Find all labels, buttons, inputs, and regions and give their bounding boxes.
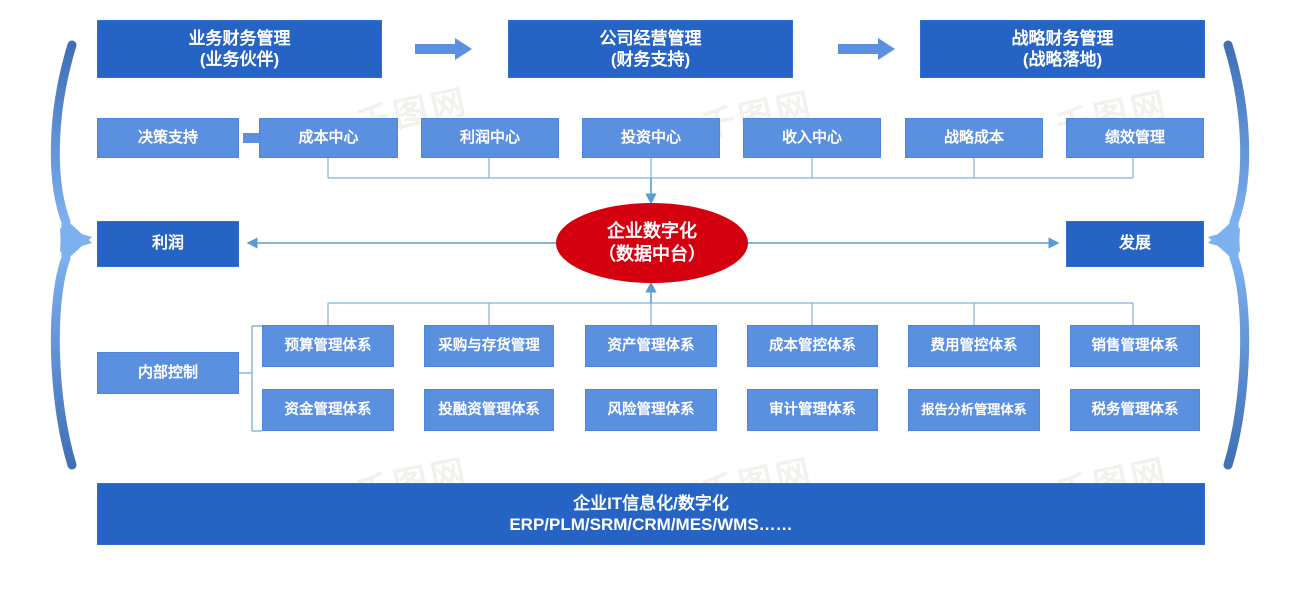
right-bracket-arrow-bottom [1208,228,1250,470]
header-box-business-finance[interactable]: 业务财务管理 (业务伙伴) [97,20,382,78]
core-line2: （数据中台） [598,244,706,264]
system-box-r1c3[interactable]: 资产管理体系 [585,325,717,367]
right-bracket-arrow-top [1208,40,1250,252]
system-label-r2c4: 审计管理体系 [769,401,856,418]
footer-line1: 企业IT信息化/数字化 [573,493,729,513]
system-label-r2c2: 投融资管理体系 [438,401,540,418]
system-label-r1c3: 资产管理体系 [607,337,695,354]
center-box-5[interactable]: 收入中心 [743,118,881,158]
system-box-r1c6[interactable]: 销售管理体系 [1070,325,1200,367]
centers-bus [327,158,1134,179]
system-label-r2c1: 资金管理体系 [284,401,372,418]
system-box-r2c4[interactable]: 审计管理体系 [747,389,878,431]
profit-label: 利润 [151,235,184,252]
top-arrow-2 [838,38,895,60]
top-arrow-1 [415,38,472,60]
system-label-r1c5: 费用管控体系 [930,337,1018,354]
system-box-r1c2[interactable]: 采购与存货管理 [424,325,554,367]
system-label-r2c6: 税务管理体系 [1091,401,1179,418]
system-box-r2c5[interactable]: 报告分析管理体系 [908,389,1040,431]
system-label-r1c2: 采购与存货管理 [438,337,540,354]
center-box-2[interactable]: 成本中心 [259,118,398,158]
center-box-7[interactable]: 绩效管理 [1066,118,1204,158]
center-label-7: 绩效管理 [1104,128,1165,146]
center-box-3[interactable]: 利润中心 [421,118,559,158]
center-label-3: 利润中心 [459,128,520,146]
system-label-r2c3: 风险管理体系 [607,401,695,418]
center-label-4: 投资中心 [620,128,681,146]
core-ellipse[interactable]: 企业数字化 （数据中台） [556,203,748,283]
header-label-company-operation: 公司经营管理 (财务支持) [599,28,702,69]
system-box-r1c5[interactable]: 费用管控体系 [908,325,1040,367]
development-box[interactable]: 发展 [1066,221,1204,267]
center-label-6: 战略成本 [943,128,1004,146]
systems-bus [327,302,1134,325]
footer-line2: ERP/PLM/SRM/CRM/MES/WMS…… [509,515,793,534]
header-box-company-operation[interactable]: 公司经营管理 (财务支持) [508,20,793,78]
center-label-1: 决策支持 [137,128,198,146]
left-bracket-arrow-top [50,40,92,252]
development-label: 发展 [1118,235,1151,252]
center-box-4[interactable]: 投资中心 [582,118,720,158]
system-box-r2c3[interactable]: 风险管理体系 [585,389,717,431]
internal-control-label: 内部控制 [137,363,198,381]
system-box-r2c6[interactable]: 税务管理体系 [1070,389,1200,431]
profit-box[interactable]: 利润 [97,221,239,267]
header-label-strategy-finance: 战略财务管理 (战略落地) [1011,28,1114,69]
left-bracket-arrow-bottom [50,228,92,470]
system-label-r1c6: 销售管理体系 [1091,337,1179,354]
center-box-1[interactable]: 决策支持 [97,118,239,158]
internal-control-bracket [238,325,262,432]
center-label-2: 成本中心 [298,128,359,146]
system-box-r2c2[interactable]: 投融资管理体系 [424,389,554,431]
system-box-r1c1[interactable]: 预算管理体系 [262,325,394,367]
core-line1: 企业数字化 [607,220,697,241]
header-label-business-finance: 业务财务管理 (业务伙伴) [188,28,291,69]
header-box-strategy-finance[interactable]: 战略财务管理 (战略落地) [920,20,1205,78]
footer-box[interactable]: 企业IT信息化/数字化 ERP/PLM/SRM/CRM/MES/WMS…… [97,483,1205,545]
internal-control-box[interactable]: 内部控制 [97,352,239,394]
system-label-r1c1: 预算管理体系 [284,337,372,354]
system-box-r1c4[interactable]: 成本管控体系 [747,325,878,367]
system-label-r1c4: 成本管控体系 [769,337,856,354]
center-box-6[interactable]: 战略成本 [905,118,1043,158]
system-box-r2c1[interactable]: 资金管理体系 [262,389,394,431]
system-label-r2c5: 报告分析管理体系 [921,401,1027,417]
center-label-5: 收入中心 [781,128,842,146]
